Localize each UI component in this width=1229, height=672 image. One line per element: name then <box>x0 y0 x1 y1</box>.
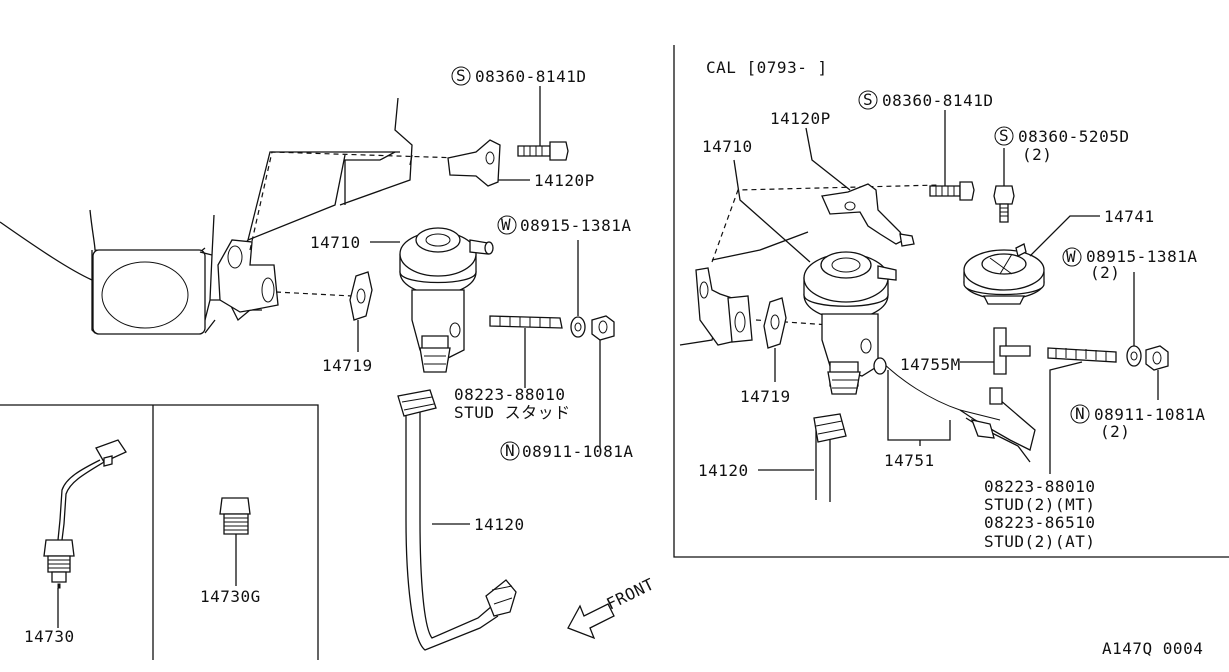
hose-14755m <box>993 327 1031 375</box>
label-nut-left: 08911-1081A <box>522 442 633 461</box>
label-bolt1-right: 08360-8141D <box>882 91 993 110</box>
label-front: FRONT <box>603 574 657 613</box>
s-glyph-3: S <box>999 126 1009 145</box>
label-nut-qty: (2) <box>1100 422 1130 441</box>
label-valve-left: 14710 <box>310 233 361 252</box>
label-bolt-left: 08360-8141D <box>475 67 586 86</box>
n-glyph-1: N <box>505 441 515 460</box>
nut-08911-1081a <box>591 315 615 341</box>
label-bracket-left: 14120P <box>534 171 595 190</box>
stud-08223-88010 <box>489 315 563 329</box>
label-gasket-right: 14719 <box>740 387 791 406</box>
manifold-right <box>679 231 809 346</box>
label-tube-left: 14120 <box>474 515 525 534</box>
label-tube-right: 14120 <box>698 461 749 480</box>
label-hose: 14755M <box>900 355 961 374</box>
bracket-14120p <box>447 139 501 187</box>
bracket-14120p-right <box>821 183 915 247</box>
nut-right <box>1145 345 1169 371</box>
inset-frame <box>0 404 319 660</box>
pipe-14751 <box>873 357 1036 463</box>
label-bracket-right: 14120P <box>770 109 831 128</box>
w-glyph-1: W <box>501 215 511 234</box>
label-washer-right: 08915-1381A <box>1086 247 1197 266</box>
bolt-08360-8141d-right <box>929 181 975 201</box>
washer-08915-1381a <box>570 316 586 338</box>
diagram-id: A147Q 0004 <box>1102 639 1203 658</box>
egr-valve-14710-right <box>803 251 897 395</box>
w-symbol-right <box>1062 247 1082 267</box>
label-pipe: 14751 <box>884 451 935 470</box>
egr-tube-14120 <box>397 389 517 651</box>
washer-right <box>1126 345 1142 367</box>
label-nut-right: 08911-1081A <box>1094 405 1205 424</box>
label-stud-text-left: STUD スタッド <box>454 403 571 422</box>
plug-14730g <box>219 497 251 535</box>
label-bolt2-qty: (2) <box>1022 145 1052 164</box>
s-glyph-1: S <box>456 66 466 85</box>
label-stud1-text: STUD(2)(MT) <box>984 495 1095 514</box>
front-arrow <box>567 603 615 640</box>
bolt-08360-5205d <box>993 185 1015 223</box>
throttle-flange <box>92 249 206 335</box>
label-gasket-left: 14719 <box>322 356 373 375</box>
label-stud-left: 08223-88010 <box>454 385 565 404</box>
label-washer-qty: (2) <box>1090 263 1120 282</box>
sensor-14730 <box>43 439 127 589</box>
label-valve-right: 14710 <box>702 137 753 156</box>
egr-valve-14710 <box>399 227 494 373</box>
egr-tube-14120-right <box>813 413 847 502</box>
s-glyph-2: S <box>863 90 873 109</box>
gasket-14719 <box>349 271 373 321</box>
label-stud1-right: 08223-88010 <box>984 477 1095 496</box>
gasket-14719-right <box>763 297 787 349</box>
s-symbol-right-2 <box>994 126 1014 146</box>
label-cal: CAL [0793- ] <box>706 58 828 77</box>
w-glyph-2: W <box>1066 247 1076 266</box>
stud-right <box>1047 347 1117 363</box>
label-sensor: 14730 <box>24 627 75 646</box>
n-glyph-2: N <box>1075 404 1085 423</box>
bolt-08360-8141d <box>517 141 569 161</box>
label-stud2-text: STUD(2)(AT) <box>984 532 1095 551</box>
n-symbol-right <box>1070 404 1090 424</box>
label-bolt2-right: 08360-5205D <box>1018 127 1129 146</box>
label-stud2-right: 08223-86510 <box>984 513 1095 532</box>
label-modulator: 14741 <box>1104 207 1155 226</box>
cal-inset-frame <box>673 45 1229 558</box>
egr-modulator-14741 <box>963 243 1045 305</box>
s-symbol-left <box>451 66 471 86</box>
intake-manifold <box>0 97 413 335</box>
label-plug: 14730G <box>200 587 261 606</box>
w-symbol-left <box>497 215 517 235</box>
label-washer-left: 08915-1381A <box>520 216 631 235</box>
s-symbol-right-1 <box>858 90 878 110</box>
n-symbol-left <box>500 441 520 461</box>
